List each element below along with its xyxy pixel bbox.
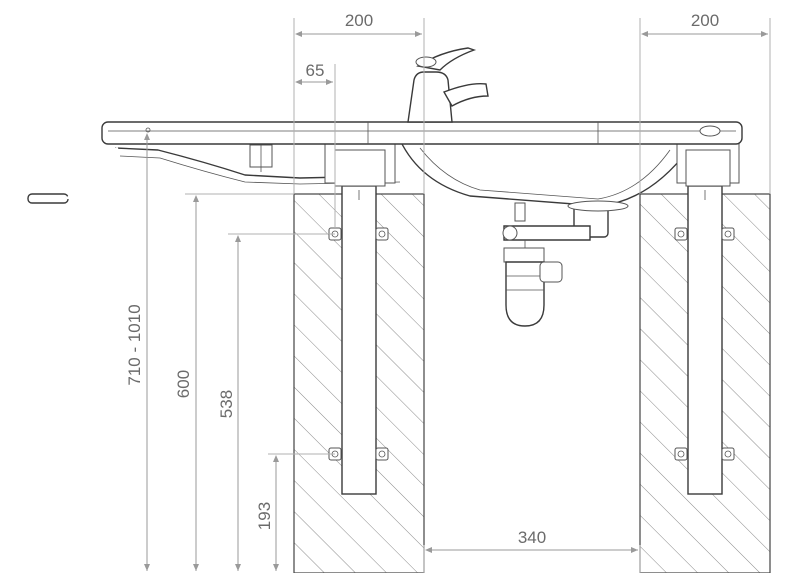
bracket-left — [341, 185, 377, 495]
dim-bracket-width-right: 200 — [691, 11, 719, 30]
siphon-trap-icon — [502, 202, 609, 327]
dim-bracket-width-left: 200 — [345, 11, 373, 30]
bolt-icon — [674, 227, 688, 241]
dim-height-range: 710 - 1010 — [125, 304, 144, 385]
bolt-icon — [375, 447, 389, 461]
dim-bracket-spacing: 340 — [518, 528, 546, 547]
countertop — [101, 121, 743, 145]
dimension-lines — [144, 31, 768, 571]
dim-height-lower-bolts: 193 — [255, 502, 274, 530]
bracket-right — [687, 185, 723, 495]
dim-height-upper-bolts: 538 — [217, 390, 236, 418]
faucet-icon — [407, 47, 489, 123]
crank-handle-icon — [27, 146, 119, 204]
dim-height-bracket-top: 600 — [174, 370, 193, 398]
support-frame — [114, 138, 740, 187]
extension-lines — [185, 18, 771, 573]
dim-bolt-offset: 65 — [306, 61, 325, 80]
bolt-icon — [674, 447, 688, 461]
bolt-icon — [721, 227, 735, 241]
bolt-icon — [721, 447, 735, 461]
bolt-icon — [375, 227, 389, 241]
basin-bowl — [398, 139, 689, 212]
